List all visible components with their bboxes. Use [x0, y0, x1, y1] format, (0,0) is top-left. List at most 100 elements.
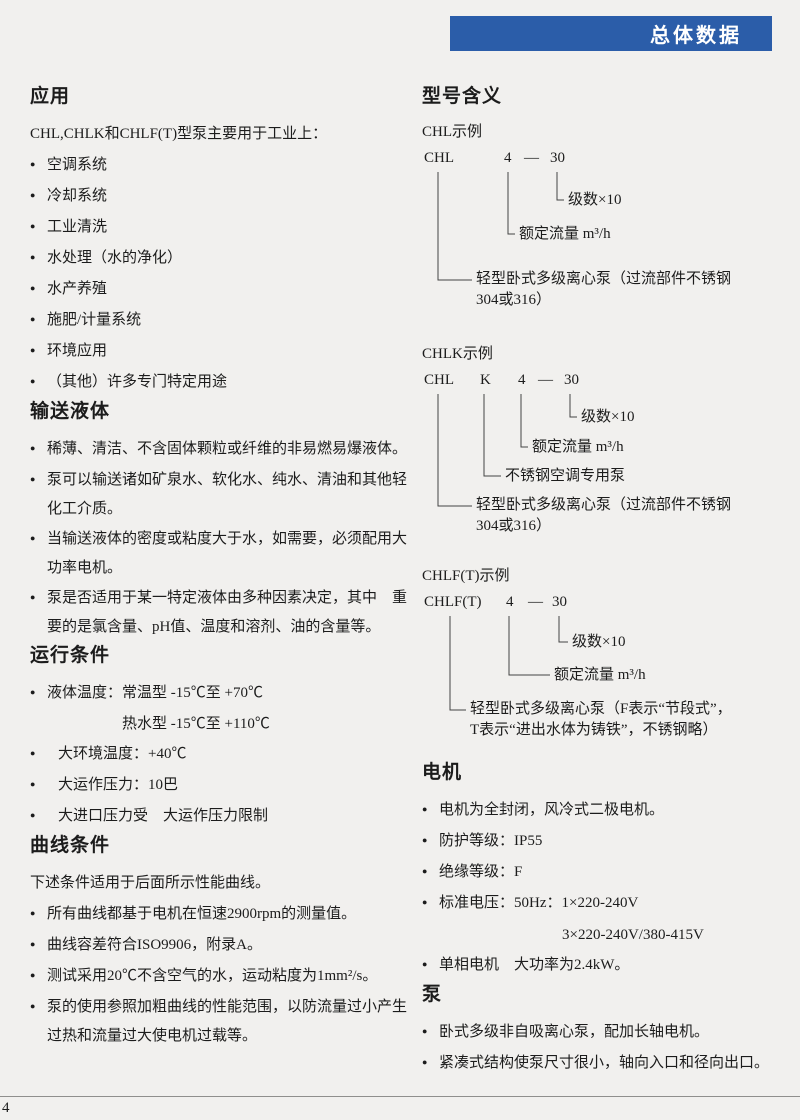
section-heading-liquids: 输送液体 — [30, 401, 111, 422]
list-item: 大环境温度：+40℃ — [30, 740, 408, 770]
diagram-caption: CHLK示例 — [422, 346, 493, 362]
model-token: 4 — [518, 372, 526, 388]
bullet-icon — [30, 900, 47, 930]
model-token: 30 — [564, 372, 579, 388]
list-item: 大运作压力：10巴 — [30, 771, 408, 801]
bullet-icon — [30, 213, 47, 243]
temp-continuation-line: 热水型 -15℃至 +110℃ — [122, 716, 270, 732]
model-token: CHL — [424, 372, 454, 388]
diagram-label: 额定流量 m³/h — [554, 667, 646, 683]
section-heading-curves: 曲线条件 — [30, 835, 111, 856]
model-diagram-chlk: CHLK示例 CHL K 4 — 30 级数×10 额定流量 m³/h 不锈钢空… — [422, 342, 778, 548]
bullet-icon — [30, 368, 47, 398]
diagram-label: 轻型卧式多级离心泵（过流部件不锈钢 304或316） — [476, 497, 732, 534]
list-item-text: 所有曲线都基于电机在恒速2900rpm的测量值。 — [47, 906, 357, 922]
application-intro: CHL,CHLK和CHLF(T)型泵主要用于工业上： — [30, 126, 328, 142]
list-item-text: 空调系统 — [47, 157, 108, 173]
bullet-icon — [30, 182, 47, 212]
list-item-text: 紧凑式结构使泵尺寸很小，轴向入口和径向出口。 — [439, 1055, 770, 1071]
page-title: 总体数据 — [650, 25, 742, 47]
list-item: 所有曲线都基于电机在恒速2900rpm的测量值。 — [30, 900, 408, 930]
list-item-text: （其他）许多专门特定用途 — [47, 374, 228, 390]
diagram-label: 额定流量 m³/h — [519, 226, 611, 242]
list-item-text: 绝缘等级：F — [439, 864, 523, 880]
diagram-body: CHL K 4 — 30 级数×10 额定流量 m³/h 不锈钢空调专用泵 轻型… — [422, 370, 772, 548]
list-item-text: 卧式多级非自吸离心泵，配加长轴电机。 — [439, 1024, 710, 1040]
list-item: 防护等级：IP55 — [422, 827, 778, 857]
page-number: 4 — [2, 1100, 10, 1116]
list-item: 水产养殖 — [30, 275, 408, 305]
list-item: 大进口压力受 大运作压力限制 — [30, 802, 408, 832]
list-item: 水处理（水的净化） — [30, 244, 408, 274]
diagram-caption: CHLF(T)示例 — [422, 568, 510, 584]
model-token: 30 — [550, 150, 565, 166]
bullet-icon — [30, 771, 47, 801]
section-heading-operating: 运行条件 — [30, 645, 111, 666]
diagram-label: 级数×10 — [572, 634, 626, 650]
bullet-icon — [30, 740, 47, 770]
list-item: 标准电压：50Hz：1×220-240V — [422, 889, 778, 919]
bullet-icon — [30, 337, 47, 367]
list-item: 单相电机 大功率为2.4kW。 — [422, 951, 778, 981]
list-item-text: 稀薄、清洁、不含固体颗粒或纤维的非易燃易爆液体。 — [47, 441, 408, 457]
list-item-text: 大环境温度：+40℃ — [58, 746, 187, 762]
list-item-text: 工业清洗 — [47, 219, 108, 235]
section-heading-motor: 电机 — [422, 762, 463, 783]
bullet-icon — [30, 466, 47, 496]
curves-intro: 下述条件适用于后面所示性能曲线。 — [30, 875, 271, 891]
list-item: 卧式多级非自吸离心泵，配加长轴电机。 — [422, 1018, 778, 1048]
bottom-divider — [0, 1096, 800, 1097]
list-item: 紧凑式结构使泵尺寸很小，轴向入口和径向出口。 — [422, 1049, 778, 1079]
model-diagram-chlft: CHLF(T)示例 CHLF(T) 4 — 30 级数×10 额定流量 m³/h… — [422, 564, 778, 744]
section-heading-model: 型号含义 — [422, 86, 503, 107]
diagram-body: CHLF(T) 4 — 30 级数×10 额定流量 m³/h 轻型卧式多级离心泵… — [422, 592, 772, 744]
model-token: 30 — [552, 594, 567, 610]
bullet-icon — [30, 306, 47, 336]
diagram-label: 级数×10 — [581, 409, 635, 425]
list-item-text: 防护等级：IP55 — [439, 833, 543, 849]
model-token: 4 — [504, 150, 512, 166]
diagram-label: 轻型卧式多级离心泵（F表示“节段式”， T表示“进出水体为铸铁”，不锈钢略） — [470, 701, 732, 738]
list-item: 稀薄、清洁、不含固体颗粒或纤维的非易燃易爆液体。 — [30, 435, 408, 465]
bullet-icon — [30, 275, 47, 305]
list-item-text: 大运作压力：10巴 — [58, 777, 179, 793]
list-item-text: 当输送液体的密度或粘度大于水，如需要，必须配用大功率电机。 — [47, 531, 408, 576]
bullet-icon — [422, 827, 439, 857]
list-item: 泵可以输送诸如矿泉水、软化水、纯水、清油和其他轻化工介质。 — [30, 466, 408, 524]
list-item-text: 单相电机 大功率为2.4kW。 — [439, 957, 630, 973]
model-token: — — [524, 150, 539, 166]
list-item: 绝缘等级：F — [422, 858, 778, 888]
list-item-text: 水产养殖 — [47, 281, 108, 297]
bullet-icon — [422, 796, 439, 826]
bullet-icon — [30, 525, 47, 555]
list-item: 冷却系统 — [30, 182, 408, 212]
bullet-icon — [30, 244, 47, 274]
model-token: K — [480, 372, 491, 388]
section-heading-application: 应用 — [30, 86, 71, 107]
list-item-text: 电机为全封闭，风冷式二极电机。 — [439, 802, 665, 818]
list-item: 液体温度：常温型 -15℃至 +70℃ — [30, 679, 408, 709]
bullet-icon — [30, 962, 47, 992]
bullet-icon — [30, 802, 47, 832]
bullet-icon — [30, 931, 47, 961]
list-item-text: 冷却系统 — [47, 188, 108, 204]
list-item: 泵的使用参照加粗曲线的性能范围，以防流量过小产生过热和流量过大使电机过载等。 — [30, 993, 408, 1051]
list-item: 当输送液体的密度或粘度大于水，如需要，必须配用大功率电机。 — [30, 525, 408, 583]
diagram-label: 额定流量 m³/h — [532, 439, 624, 455]
bullet-icon — [422, 1049, 439, 1079]
bullet-icon — [30, 993, 47, 1023]
list-item: 工业清洗 — [30, 213, 408, 243]
list-item-text: 泵是否适用于某一特定液体由多种因素决定，其中 重要的是氯含量、pH值、温度和溶剂… — [47, 590, 408, 635]
model-token: — — [528, 594, 543, 610]
header-bar: 总体数据 — [450, 16, 772, 51]
left-column: 应用 CHL,CHLK和CHLF(T)型泵主要用于工业上： 空调系统 冷却系统 … — [30, 84, 408, 1052]
model-token: 4 — [506, 594, 514, 610]
diagram-label: 轻型卧式多级离心泵（过流部件不锈钢 304或316） — [476, 271, 732, 308]
list-item: 电机为全封闭，风冷式二极电机。 — [422, 796, 778, 826]
bullet-icon — [30, 435, 47, 465]
bullet-icon — [30, 151, 47, 181]
right-column: 型号含义 CHL示例 CHL 4 — 30 级数×10 额定流量 m³/h 轻型… — [422, 84, 778, 1080]
diagram-label: 级数×10 — [568, 192, 622, 208]
list-item: 测试采用20℃不含空气的水，运动粘度为1mm²/s。 — [30, 962, 408, 992]
